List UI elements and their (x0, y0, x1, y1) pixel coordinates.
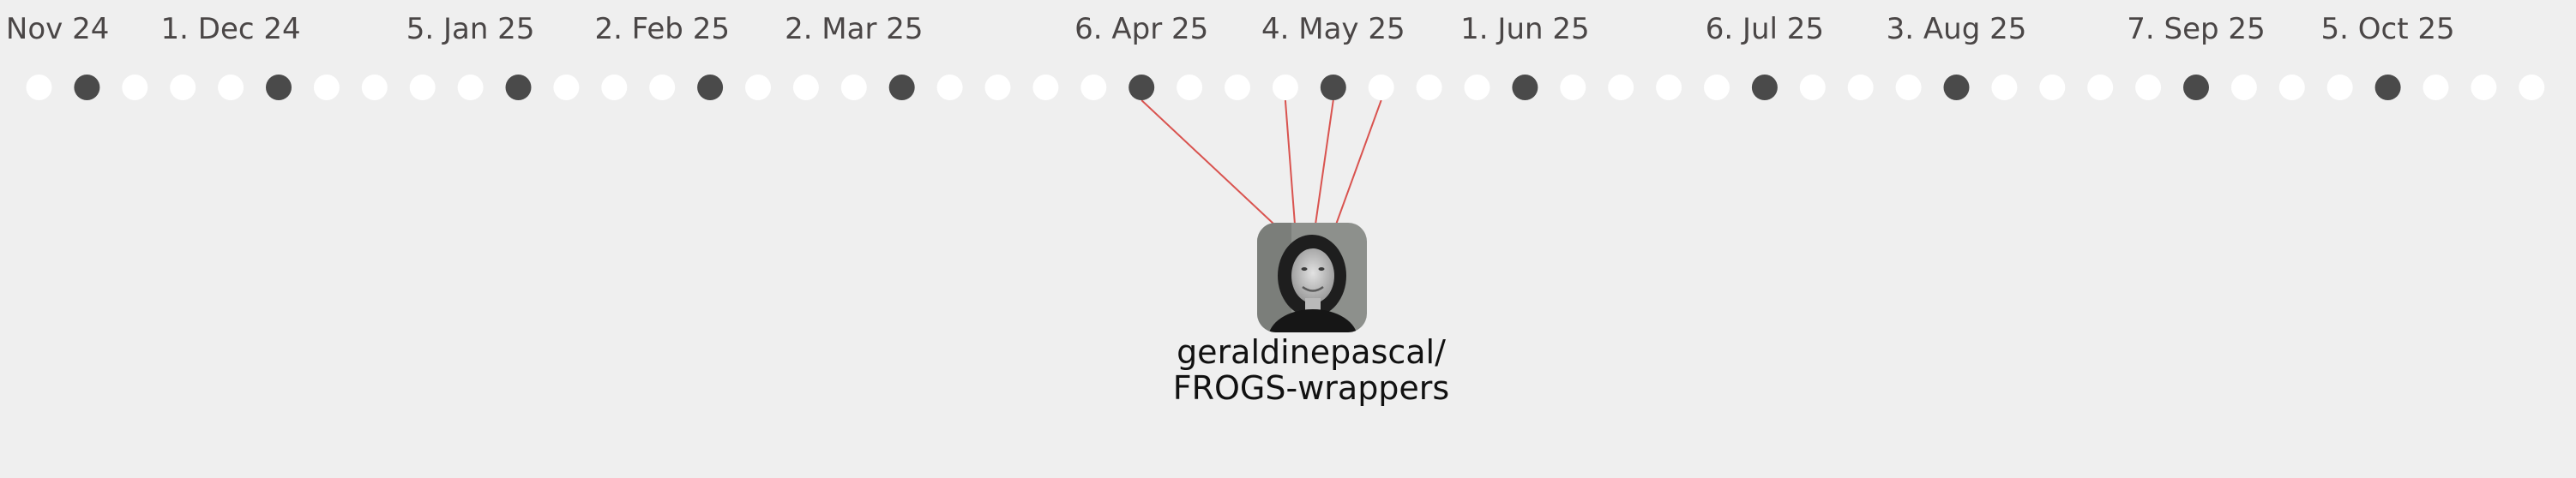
week-dot[interactable] (1608, 75, 1634, 100)
week-dot-active[interactable] (888, 75, 915, 100)
month-label: 6. Jul 25 (1706, 12, 1824, 46)
avatar[interactable] (1257, 223, 1367, 367)
repo-name: FROGS-wrappers (1172, 369, 1450, 407)
week-dot[interactable] (1799, 75, 1826, 100)
week-dot[interactable] (457, 75, 484, 100)
week-dot-active[interactable] (2183, 75, 2209, 100)
week-dot-active[interactable] (1320, 75, 1346, 100)
week-dot[interactable] (1656, 75, 1682, 100)
week-dot-active[interactable] (74, 75, 100, 100)
week-dot[interactable] (26, 75, 52, 100)
week-dot[interactable] (1416, 75, 1442, 100)
week-dot[interactable] (2039, 75, 2066, 100)
week-dot[interactable] (2278, 75, 2305, 100)
week-dot[interactable] (409, 75, 436, 100)
avatar-image (1257, 223, 1367, 332)
week-dot[interactable] (2471, 75, 2497, 100)
week-dot[interactable] (1368, 75, 1394, 100)
week-dot[interactable] (1464, 75, 1490, 100)
week-dot[interactable] (1895, 75, 1922, 100)
week-dot[interactable] (1272, 75, 1298, 100)
week-dot-active[interactable] (1751, 75, 1778, 100)
week-dot[interactable] (2326, 75, 2353, 100)
connector-line (1315, 99, 1334, 225)
repo-owner: geraldinepascal/ (1177, 333, 1446, 371)
week-dot[interactable] (601, 75, 628, 100)
week-dot-active[interactable] (2374, 75, 2401, 100)
week-dot[interactable] (1080, 75, 1107, 100)
week-dot[interactable] (2423, 75, 2449, 100)
week-dot-active[interactable] (697, 75, 724, 100)
month-label: 5. Oct 25 (2321, 12, 2455, 46)
week-dot[interactable] (361, 75, 388, 100)
week-dots (26, 75, 2545, 100)
month-label: 1. Jun 25 (1460, 12, 1589, 46)
week-dot[interactable] (2087, 75, 2114, 100)
month-label: 7. Sep 25 (2127, 12, 2265, 46)
week-dot[interactable] (1560, 75, 1586, 100)
week-dot-active[interactable] (266, 75, 292, 100)
week-dot-active[interactable] (505, 75, 532, 100)
month-label: 1. Dec 24 (161, 12, 301, 46)
week-dot[interactable] (1177, 75, 1203, 100)
week-dot[interactable] (745, 75, 771, 100)
month-label: 4. May 25 (1261, 12, 1405, 46)
week-dot[interactable] (1225, 75, 1250, 100)
week-dot[interactable] (313, 75, 340, 100)
week-dot[interactable] (553, 75, 580, 100)
week-dot-active[interactable] (1943, 75, 1970, 100)
week-dot[interactable] (1991, 75, 2018, 100)
repo-name-label[interactable]: geraldinepascal/ FROGS-wrappers (1140, 334, 1483, 406)
week-dot[interactable] (122, 75, 148, 100)
week-dot[interactable] (649, 75, 676, 100)
week-dot[interactable] (840, 75, 867, 100)
week-dot[interactable] (218, 75, 244, 100)
connector-lines (1141, 99, 1382, 225)
week-dot[interactable] (1704, 75, 1730, 100)
month-label: 3. Aug 25 (1887, 12, 2027, 46)
week-dot[interactable] (2230, 75, 2257, 100)
week-dot[interactable] (984, 75, 1011, 100)
week-dot[interactable] (1847, 75, 1874, 100)
connector-line (1284, 99, 1296, 225)
month-label: 2. Feb 25 (594, 12, 730, 46)
week-dot-active[interactable] (1129, 75, 1155, 100)
week-dot[interactable] (2135, 75, 2162, 100)
month-labels: 3. Nov 24 1. Dec 24 5. Jan 25 2. Feb 25 2. M… (0, 12, 2455, 46)
month-label: 3. Nov 24 (0, 12, 109, 46)
week-dot[interactable] (792, 75, 819, 100)
week-dot-active[interactable] (1512, 75, 1538, 100)
connector-line (1141, 99, 1275, 225)
week-dot[interactable] (936, 75, 963, 100)
week-dot[interactable] (1032, 75, 1059, 100)
month-label: 6. Apr 25 (1074, 12, 1208, 46)
connector-line (1335, 99, 1382, 225)
month-label: 2. Mar 25 (785, 12, 923, 46)
month-label: 5. Jan 25 (406, 12, 535, 46)
week-dot[interactable] (2519, 75, 2545, 100)
week-dot[interactable] (170, 75, 196, 100)
